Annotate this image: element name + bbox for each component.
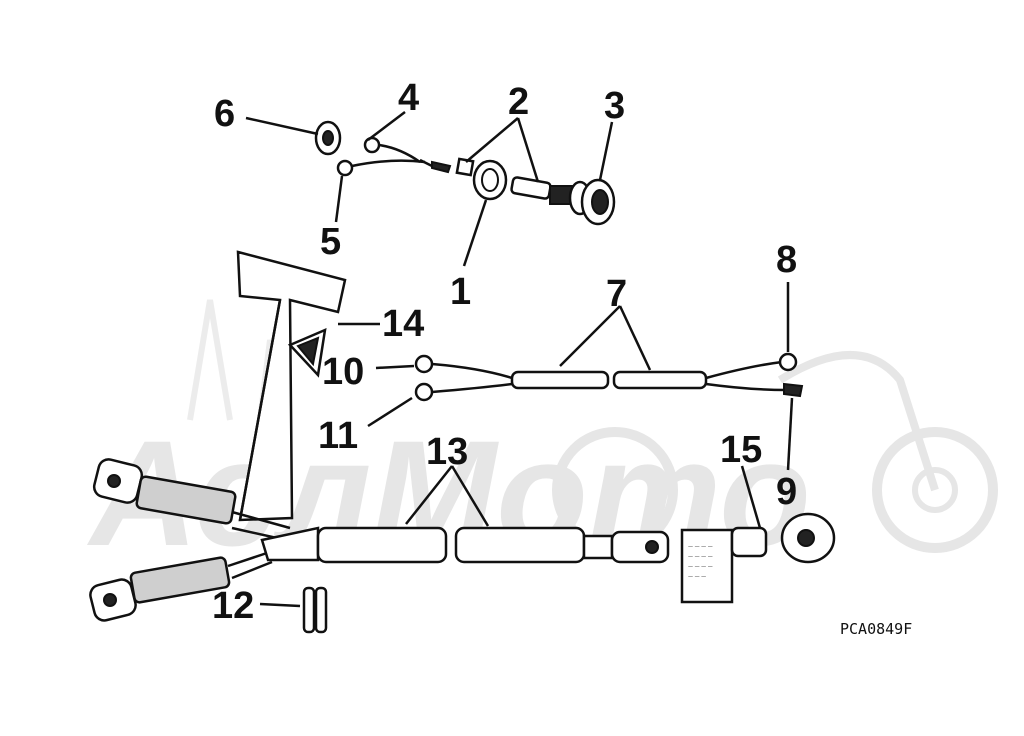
callout-4: 4 (398, 77, 419, 119)
terminal-part-10 (414, 354, 434, 374)
callout-14: 14 (382, 303, 424, 345)
terminal-part-9 (783, 382, 804, 398)
callout-11: 11 (318, 415, 358, 457)
svg-text:— — — —: — — — — (688, 564, 713, 570)
callout-13: 13 (426, 431, 468, 473)
switch-part-3 (549, 178, 616, 226)
callout-15: 15 (720, 429, 762, 471)
svg-text:— — — —: — — — — (688, 544, 713, 550)
sleeve-part-2-b (510, 176, 552, 200)
switch-lead-assembly (314, 120, 616, 226)
callout-1: 1 (450, 271, 471, 313)
callout-numbers: 6 4 2 3 5 1 7 8 14 10 11 13 15 9 12 (212, 77, 797, 627)
callout-6: 6 (214, 93, 235, 135)
figure-code: PCA0849F (840, 620, 912, 638)
callout-9: 9 (776, 471, 797, 513)
cable-part-13-b (454, 526, 586, 564)
callout-3: 3 (604, 85, 625, 127)
sleeve-part-2-a (455, 157, 475, 177)
callout-12: 12 (212, 585, 254, 627)
callout-7: 7 (606, 273, 627, 315)
cable-part-13-a (316, 526, 448, 564)
callout-5: 5 (320, 221, 341, 263)
lead-wire-part-7 (414, 352, 804, 402)
clamp-part-12 (302, 586, 328, 634)
boot-part-14 (236, 250, 347, 522)
svg-text:— — — —: — — — — (688, 554, 713, 560)
callout-10: 10 (322, 351, 364, 393)
battery-cable-assembly: — — — — — — — — — — — — — — — (89, 458, 836, 622)
svg-text:— — —: — — — (688, 574, 706, 580)
leader-lines (245, 111, 794, 608)
terminal-part-5 (336, 159, 354, 177)
callout-8: 8 (776, 239, 797, 281)
callout-2: 2 (508, 81, 529, 123)
terminal-part-4 (363, 136, 381, 154)
terminal-part-11 (414, 382, 434, 402)
label-tag (680, 528, 734, 604)
terminal-part-8 (778, 352, 798, 372)
